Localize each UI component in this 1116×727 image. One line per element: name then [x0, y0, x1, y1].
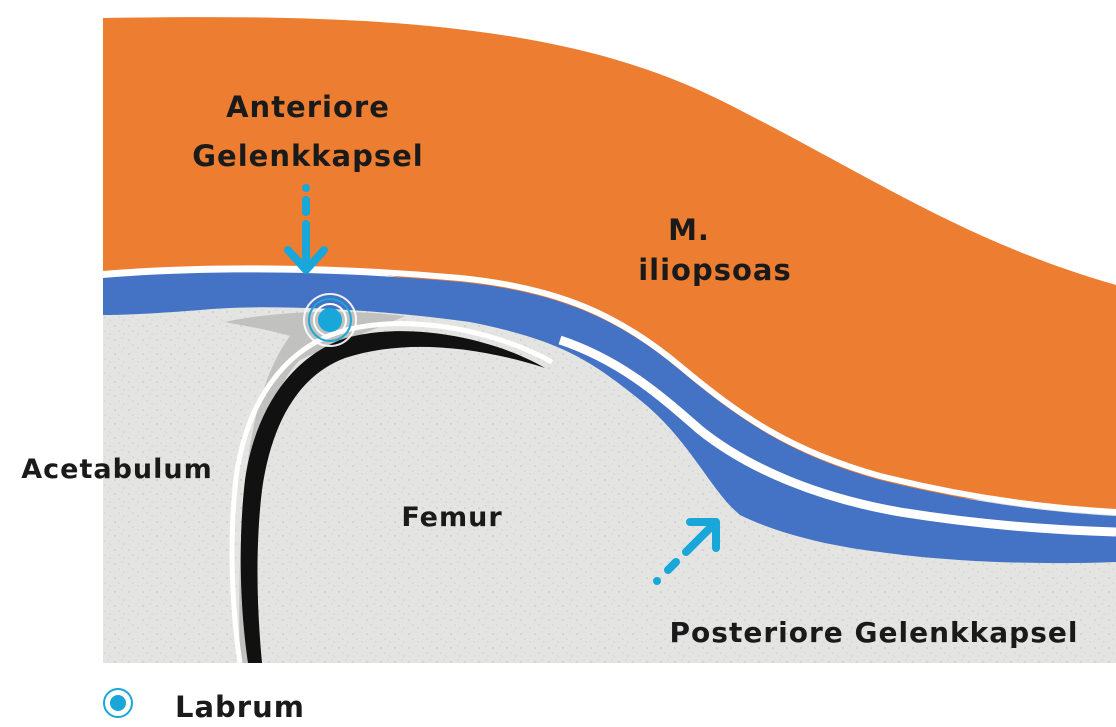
anterior-capsule-label-line2: Gelenkkapsel: [192, 139, 424, 173]
legend: Labrum: [104, 689, 305, 724]
acetabulum-label: Acetabulum: [21, 454, 213, 485]
legend-labrum-icon: [104, 689, 132, 717]
muscle-label-line1: M.: [668, 213, 710, 247]
legend-labrum-label: Labrum: [175, 690, 305, 724]
femur-label: Femur: [401, 502, 502, 533]
anterior-capsule-label-line1: Anteriore: [226, 90, 390, 124]
posterior-capsule-label: Posteriore Gelenkkapsel: [670, 616, 1079, 649]
muscle-label-line2: iliopsoas: [638, 253, 792, 287]
